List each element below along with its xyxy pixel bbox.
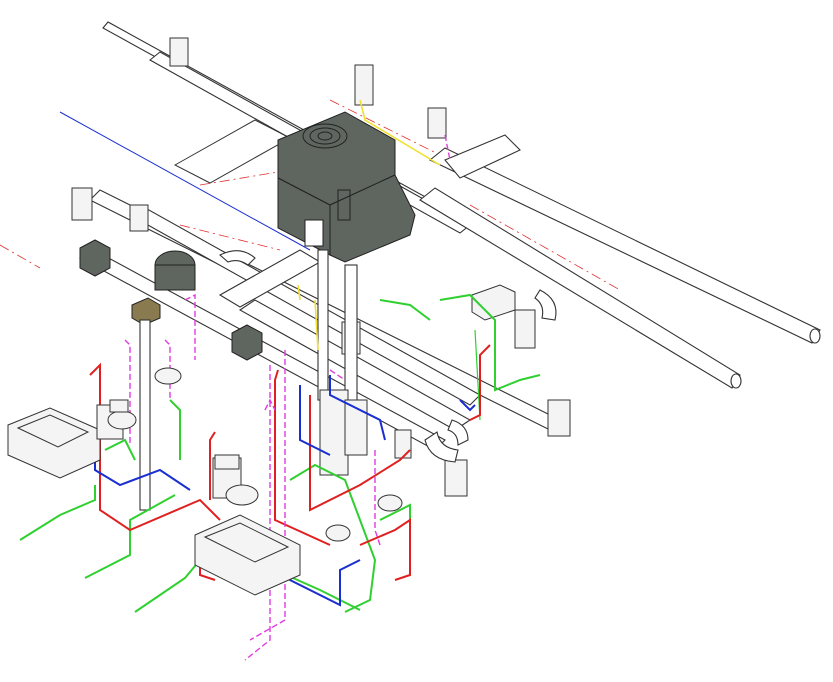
toilet-icon <box>96 399 137 440</box>
air-handler-unit-icon <box>277 111 416 263</box>
reference-lines <box>0 99 621 291</box>
equipment-boxes <box>79 239 516 361</box>
duct-hanger-icon <box>169 37 189 67</box>
lavatory-sink-icon <box>377 494 403 512</box>
duct-hanger-icon <box>71 187 93 221</box>
duct-hanger-icon <box>394 429 412 459</box>
duct-hanger-icon <box>354 64 374 106</box>
duct-elbows <box>219 250 557 463</box>
risers <box>139 249 368 511</box>
gas-lines <box>297 99 441 351</box>
vent-lines <box>124 134 451 661</box>
duct-hanger-icon <box>444 459 468 497</box>
lavatory-sink-icon <box>325 524 351 542</box>
duct-hanger-icon <box>514 309 536 349</box>
cold-water-lines <box>94 375 476 607</box>
exhaust-fan-icon <box>231 324 263 361</box>
duct-hanger-icon <box>427 107 447 139</box>
roof-fan-base <box>154 264 196 291</box>
duct-hanger-icon <box>129 204 149 232</box>
valve-assembly-icon <box>471 284 516 321</box>
supply-duct-runs <box>79 21 821 451</box>
plumbing-fixtures <box>7 367 403 596</box>
bathtub-icon <box>7 407 101 479</box>
equipment-frame <box>173 119 292 184</box>
bathtub-icon <box>194 514 301 596</box>
water-heater-icon <box>319 389 349 476</box>
toilet-icon <box>212 454 259 506</box>
duct-hanger-icon <box>547 399 571 437</box>
exhaust-fan-icon <box>79 239 111 277</box>
lavatory-sink-icon <box>154 367 182 385</box>
pump-icon <box>131 297 161 326</box>
long-cold-water-line <box>59 111 311 251</box>
hot-water-lines <box>89 344 491 581</box>
